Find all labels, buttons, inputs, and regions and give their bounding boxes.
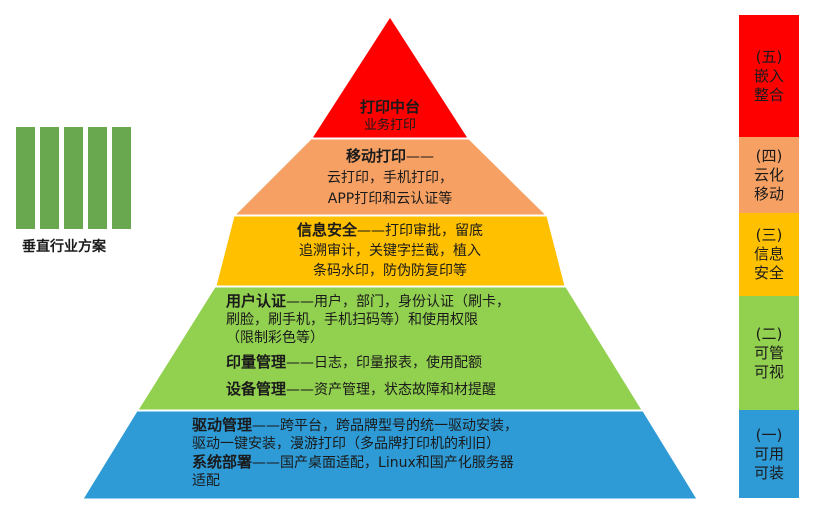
side-label-1-num: (一) — [755, 425, 783, 444]
side-label-1-text1: 可用 — [753, 444, 784, 463]
level2-line1: ——用户，部门，身份认证（刷卡， — [286, 294, 511, 310]
level2-line4: ——日志，印量报表，使用配额 — [286, 355, 483, 371]
level2-title2: 印量管理 — [226, 353, 287, 371]
vertical-industry-stripes — [16, 127, 134, 229]
level3-text: 信息安全——打印审批，留底 追溯审计，关键字拦截，植入 条码水印，防伪防复印等 — [250, 220, 530, 281]
level1-text: 驱动管理——跨平台，跨品牌型号的统一驱动安装， 驱动一键安装，漫游打印（多品牌打… — [192, 416, 612, 490]
level2-title1: 用户认证 — [226, 292, 287, 310]
level1-line2: 驱动一键安装，漫游打印（多品牌打印机的利旧） — [192, 436, 500, 452]
level2-text: 用户认证——用户，部门，身份认证（刷卡， 刷脸，刷手机，手机扫码等）和使用权限 … — [226, 292, 566, 399]
industry-stripe — [64, 127, 83, 229]
side-label-1: (一)可用可装 — [739, 410, 799, 498]
side-label-5: (五)嵌入整合 — [739, 15, 799, 137]
side-label-4-text1: 云化 — [753, 165, 784, 184]
level2-line2: 刷脸，刷手机，手机扫码等）和使用权限 — [226, 312, 478, 328]
level4-line2: 云打印，手机打印， — [327, 170, 453, 186]
side-label-2-text2: 可视 — [753, 362, 784, 381]
level4-text: 移动打印—— 云打印，手机打印， APP打印和云认证等 — [270, 146, 510, 210]
level1-title1: 驱动管理 — [192, 416, 253, 434]
side-label-4-num: (四) — [755, 146, 783, 165]
vertical-industry-label: 垂直行业方案 — [22, 239, 106, 255]
level2-line5: ——资产管理，状态故障和材提醒 — [286, 382, 497, 398]
level4-line1: —— — [406, 149, 434, 165]
side-label-3-text1: 信息 — [753, 245, 784, 263]
industry-stripe — [88, 127, 107, 229]
side-label-4: (四)云化移动 — [739, 137, 799, 213]
side-label-2: (二)可管可视 — [739, 296, 799, 410]
pyramid-level-1 — [82, 410, 698, 500]
side-label-4-text2: 移动 — [753, 184, 784, 203]
industry-stripe — [40, 127, 59, 229]
side-label-1-text2: 可装 — [753, 463, 784, 482]
level5-title: 打印中台 — [359, 98, 420, 116]
side-label-5-num: (五) — [755, 47, 783, 66]
level3-line1: ——打印审批，留底 — [357, 223, 483, 239]
level4-line3: APP打印和云认证等 — [327, 191, 453, 207]
level4-title: 移动打印 — [345, 147, 406, 165]
pyramid-level-2 — [137, 286, 643, 411]
pyramid-level-5 — [311, 16, 469, 139]
side-label-3-text2: 安全 — [753, 264, 784, 282]
pyramid-level-4 — [233, 138, 548, 216]
level5-subtitle: 业务打印 — [363, 118, 416, 133]
level3-line2: 追溯审计，关键字拦截，植入 — [299, 243, 481, 259]
industry-stripe — [112, 127, 131, 229]
pyramid-level-3 — [215, 215, 566, 287]
industry-stripe — [16, 127, 35, 229]
side-label-3: (三)信息安全 — [739, 213, 799, 296]
side-label-3-num: (三) — [755, 226, 783, 244]
level1-line3: ——国产桌面适配，Linux和国产化服务器 — [252, 455, 514, 471]
level1-title2: 系统部署 — [192, 453, 253, 471]
level1-line1: ——跨平台，跨品牌型号的统一驱动安装， — [252, 418, 519, 434]
level2-title3: 设备管理 — [226, 380, 287, 398]
side-label-2-num: (二) — [755, 324, 783, 343]
side-label-5-text1: 嵌入 — [753, 66, 784, 85]
side-label-5-text2: 整合 — [753, 85, 784, 104]
level3-title: 信息安全 — [296, 221, 357, 239]
level3-line3: 条码水印，防伪防复印等 — [313, 263, 467, 279]
level1-line4: 适配 — [192, 473, 220, 489]
side-label-2-text1: 可管 — [753, 343, 784, 362]
level2-line3: （限制彩色等） — [226, 330, 324, 346]
